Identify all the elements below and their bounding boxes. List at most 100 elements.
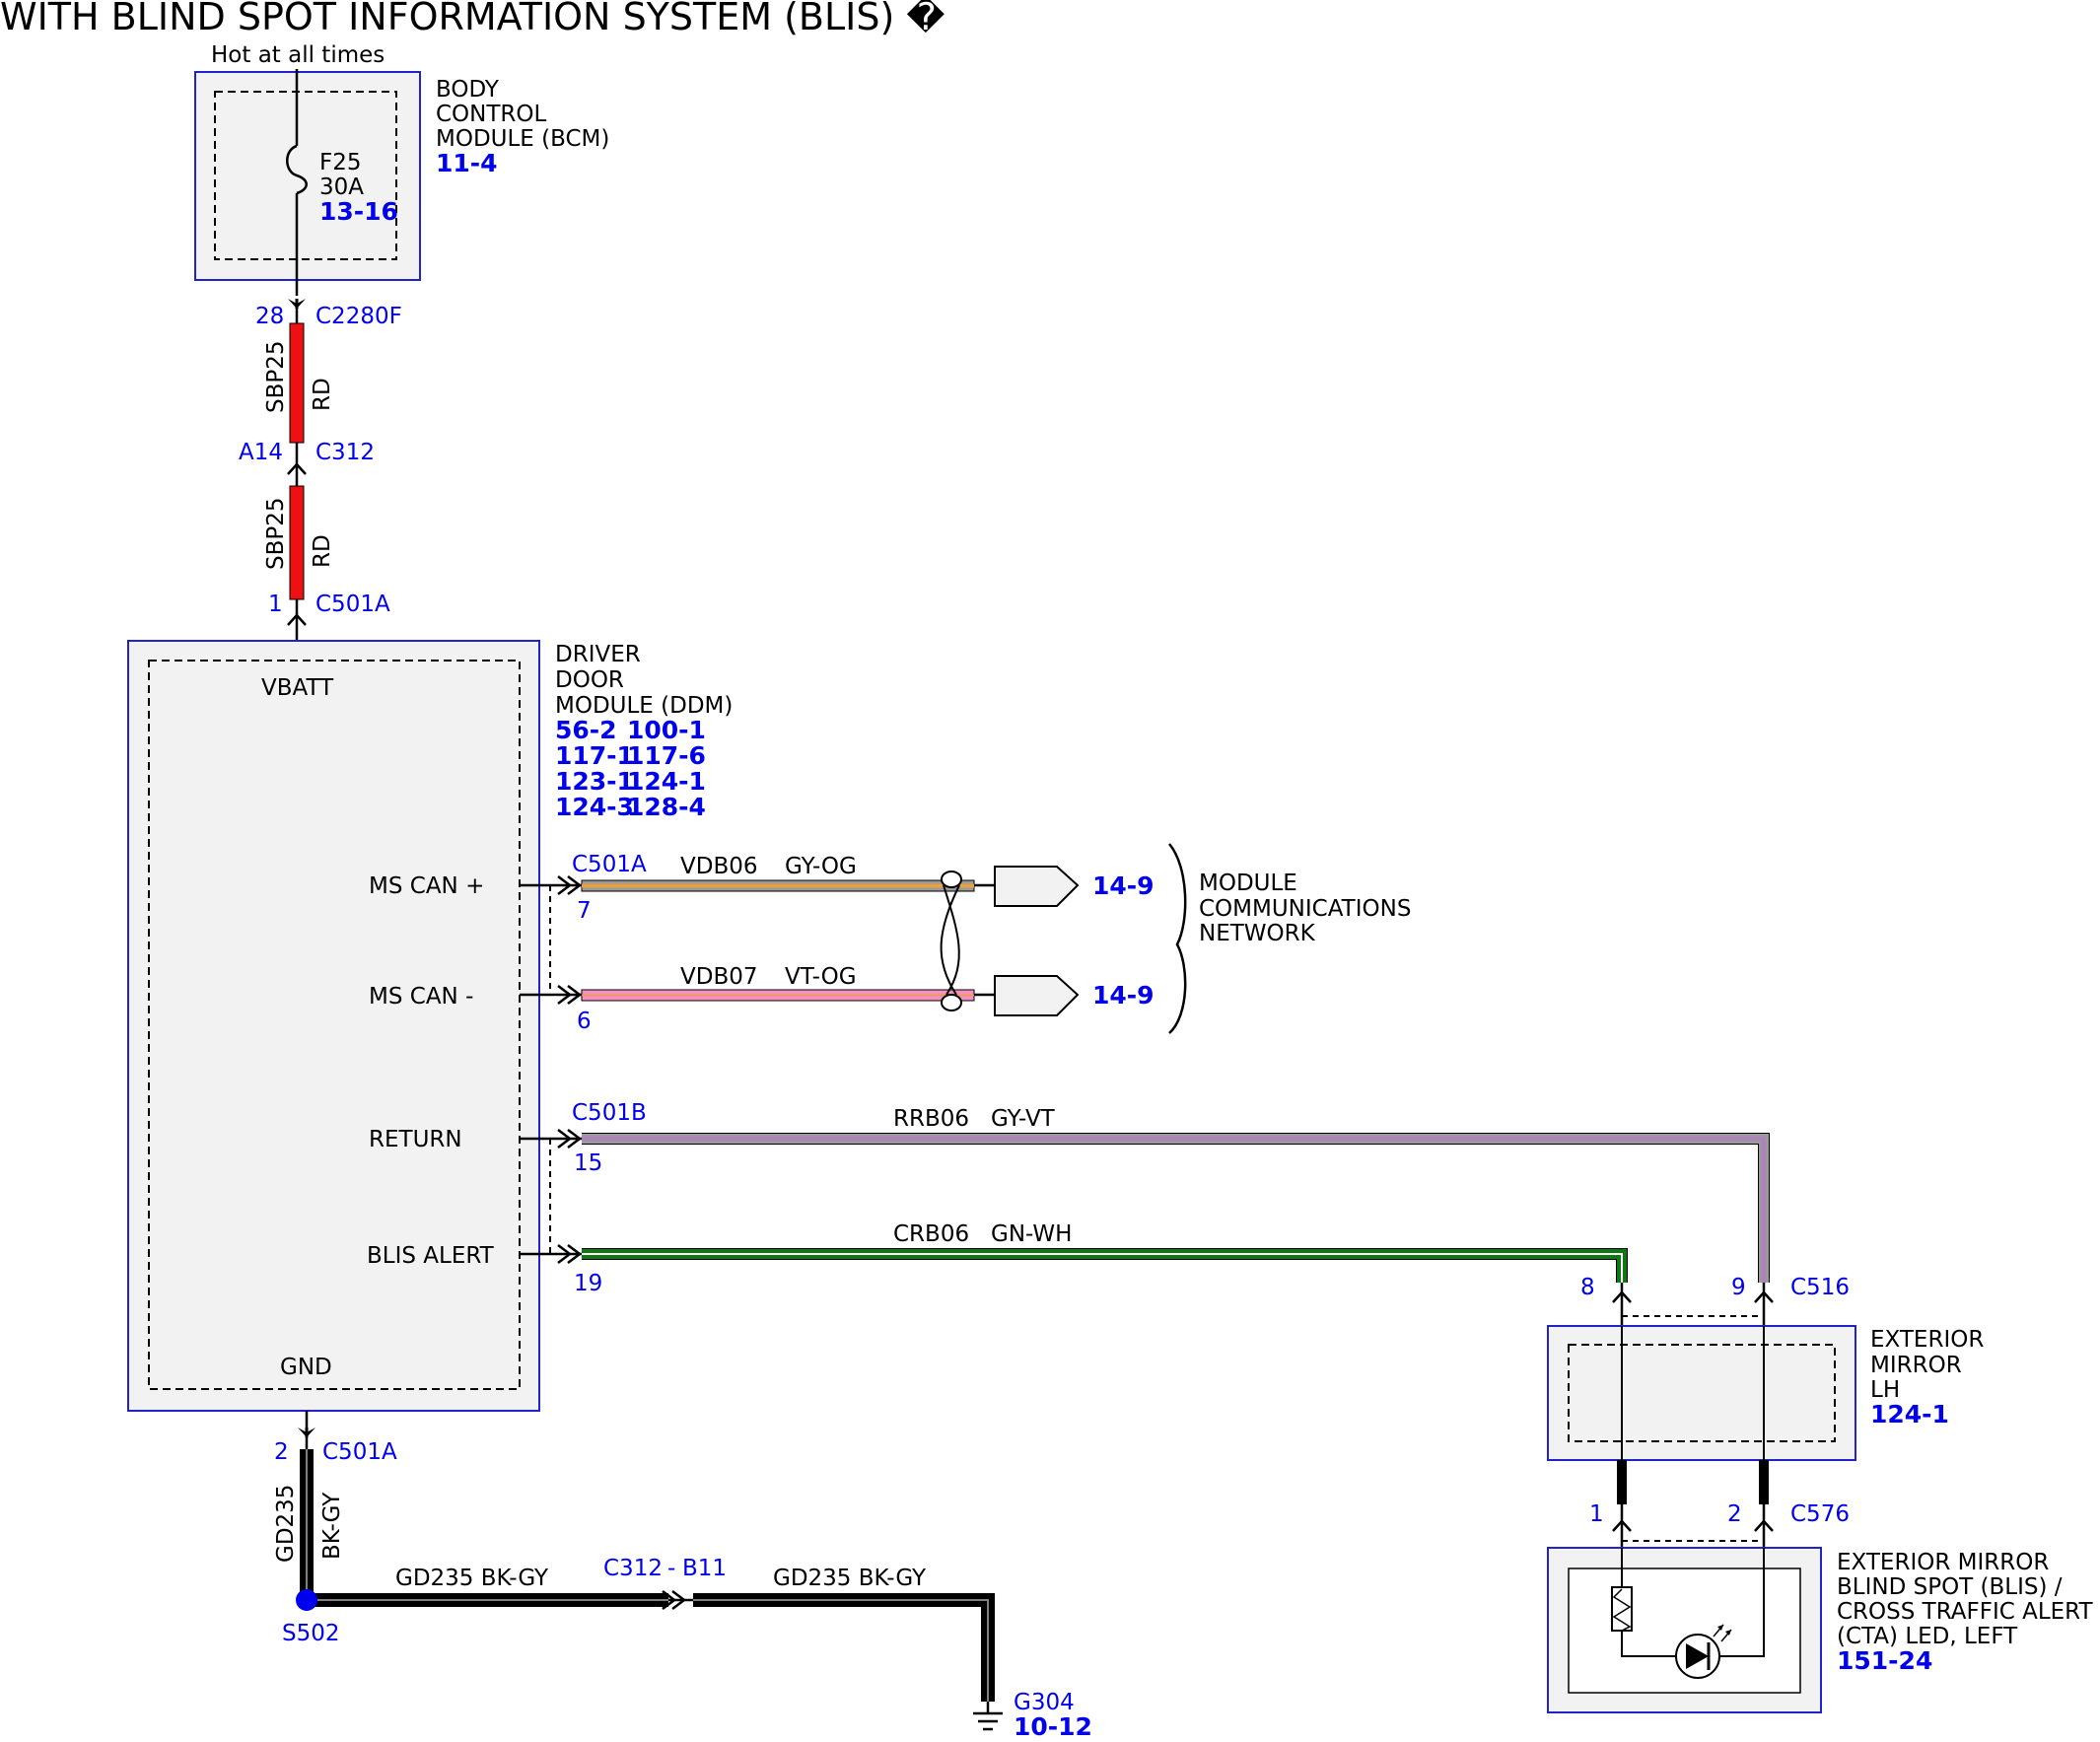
can-plus-color: GY-OG [785, 854, 857, 879]
rrb06-wire [582, 1133, 1770, 1283]
ddm-ref-1b: 100-1 [627, 716, 706, 744]
ddm-pin-ms-can-plus: MS CAN + [369, 873, 484, 899]
sbp25-circuit-2: SBP25 [263, 497, 289, 570]
driver-door-module [127, 640, 540, 1412]
c516-pin-9: 9 [1731, 1275, 1746, 1300]
mirror-name-3: LH [1870, 1377, 1900, 1403]
gnd-connector: C501A [322, 1439, 397, 1465]
sbp25-circuit-1: SBP25 [263, 340, 289, 413]
led-name-4: (CTA) LED, LEFT [1837, 1624, 2018, 1649]
ddm-ref-1a: 56-2 [555, 716, 617, 744]
ddm-pin-return: RETURN [369, 1127, 462, 1152]
pin-arrow-c2280f [286, 297, 308, 311]
pin-arrow-c312-b11 [662, 1590, 677, 1610]
gd235-wire-run-1 [307, 1593, 668, 1607]
ddm-ref-2a: 117-1 [555, 741, 634, 770]
c576-name: C576 [1790, 1501, 1850, 1527]
mirror-circuits-connector: C501B [572, 1100, 647, 1126]
gd235-circuit-vertical: GD235 [273, 1485, 299, 1563]
can-plus-pin: 7 [577, 898, 592, 924]
c312-pin: A14 [239, 440, 283, 465]
fuse-ref: 13-16 [319, 197, 398, 226]
mirror-ref: 124-1 [1870, 1400, 1949, 1428]
bcm-box [194, 71, 421, 281]
c2280f-name: C2280F [315, 304, 402, 329]
ddm-name-1: DRIVER [555, 642, 641, 667]
led-name-1: EXTERIOR MIRROR [1837, 1550, 2049, 1575]
ground-ref: 10-12 [1014, 1712, 1092, 1737]
inline-pin: B11 [682, 1556, 727, 1581]
blis-cta-led-left [1547, 1547, 1822, 1713]
can-minus-continuation-arrow [994, 975, 1080, 1016]
can-minus-pin: 6 [577, 1009, 592, 1034]
splice-s502-dot [296, 1589, 317, 1611]
can-plus-continuation-arrow [994, 866, 1080, 907]
resistor-icon [1611, 1586, 1633, 1632]
gd235-wire-run-2 [693, 1593, 995, 1702]
sbp25-color-1: RD [310, 378, 335, 411]
gd235-run-2-label: GD235 BK-GY [773, 1566, 927, 1591]
can-minus-ref: 14-9 [1092, 981, 1155, 1010]
return-pin: 15 [574, 1150, 602, 1176]
ddm-pin-gnd: GND [280, 1355, 332, 1380]
sbp25-wire-2 [289, 485, 305, 600]
mirror-name-1: EXTERIOR [1870, 1327, 1984, 1353]
c312-name: C312 [315, 440, 375, 465]
pin-arrow-c501a-1 [287, 613, 307, 626]
gd235-run-1-label: GD235 BK-GY [395, 1566, 549, 1591]
can-minus-circuit: VDB07 [680, 964, 758, 990]
inline-dash: - [667, 1556, 675, 1581]
supply-note: Hot at all times [211, 42, 385, 68]
ddm-ref-4a: 124-3 [555, 793, 634, 821]
fuse-icon [286, 144, 308, 195]
bcm-inner-box [214, 91, 397, 260]
network-label-2: COMMUNICATIONS [1199, 896, 1411, 922]
can-connector: C501A [572, 852, 647, 877]
mirror-inner-box [1568, 1344, 1836, 1442]
c576-pin-1: 1 [1589, 1501, 1604, 1527]
ddm-pin-blis-alert: BLIS ALERT [367, 1243, 495, 1269]
mirror-box [1547, 1325, 1856, 1461]
gd235-color-vertical: BK-GY [319, 1492, 345, 1560]
vdb07-wire [581, 989, 975, 1002]
splice-s502-label: S502 [282, 1621, 340, 1646]
inline-connector: C312 [603, 1556, 663, 1581]
return-circuit: RRB06 [893, 1106, 969, 1132]
network-brace [1168, 843, 1187, 1034]
c576-pin-2: 2 [1727, 1501, 1742, 1527]
ground-icon [973, 1702, 1003, 1731]
c516-pin-8: 8 [1580, 1275, 1595, 1300]
ddm-pin-stubs [520, 875, 583, 1264]
sbp25-color-2: RD [310, 534, 335, 568]
bcm-ref: 11-4 [436, 149, 498, 177]
vdb06-wire [581, 879, 975, 892]
fuse-name: F25 [319, 150, 362, 175]
c501a-vbatt-name: C501A [315, 592, 390, 617]
led-name-3: CROSS TRAFFIC ALERT [1837, 1599, 2093, 1625]
fuse-rating: 30A [319, 174, 364, 200]
pin-arrow-c516-8 [1612, 1290, 1632, 1303]
alert-color: GN-WH [991, 1221, 1072, 1247]
sbp25-wire-1 [289, 322, 305, 444]
c2280f-pin: 28 [255, 304, 284, 329]
pin-arrow-c516-9 [1754, 1290, 1774, 1303]
ddm-ref-3b: 124-1 [627, 767, 706, 796]
ground-point: G304 [1014, 1690, 1075, 1715]
ddm-ref-4b: 128-4 [627, 793, 706, 821]
pin-arrow-c576-1 [1612, 1519, 1632, 1532]
pin-arrow-c576-2 [1754, 1519, 1774, 1532]
return-color: GY-VT [991, 1106, 1056, 1132]
c576-wire-2 [1759, 1460, 1769, 1504]
twisted-pair-icon [940, 871, 962, 1011]
gd235-wire-vertical [300, 1449, 314, 1600]
can-plus-circuit: VDB06 [680, 854, 758, 879]
pin-arrow-c312 [287, 462, 307, 475]
alert-pin: 19 [574, 1271, 602, 1296]
ddm-ref-2b: 117-6 [627, 741, 706, 770]
pin-arrow-c501a-2 [296, 1426, 317, 1439]
led-icon [1675, 1624, 1732, 1679]
mirror-name-2: MIRROR [1870, 1353, 1962, 1378]
bcm-name-3: MODULE (BCM) [436, 126, 609, 152]
